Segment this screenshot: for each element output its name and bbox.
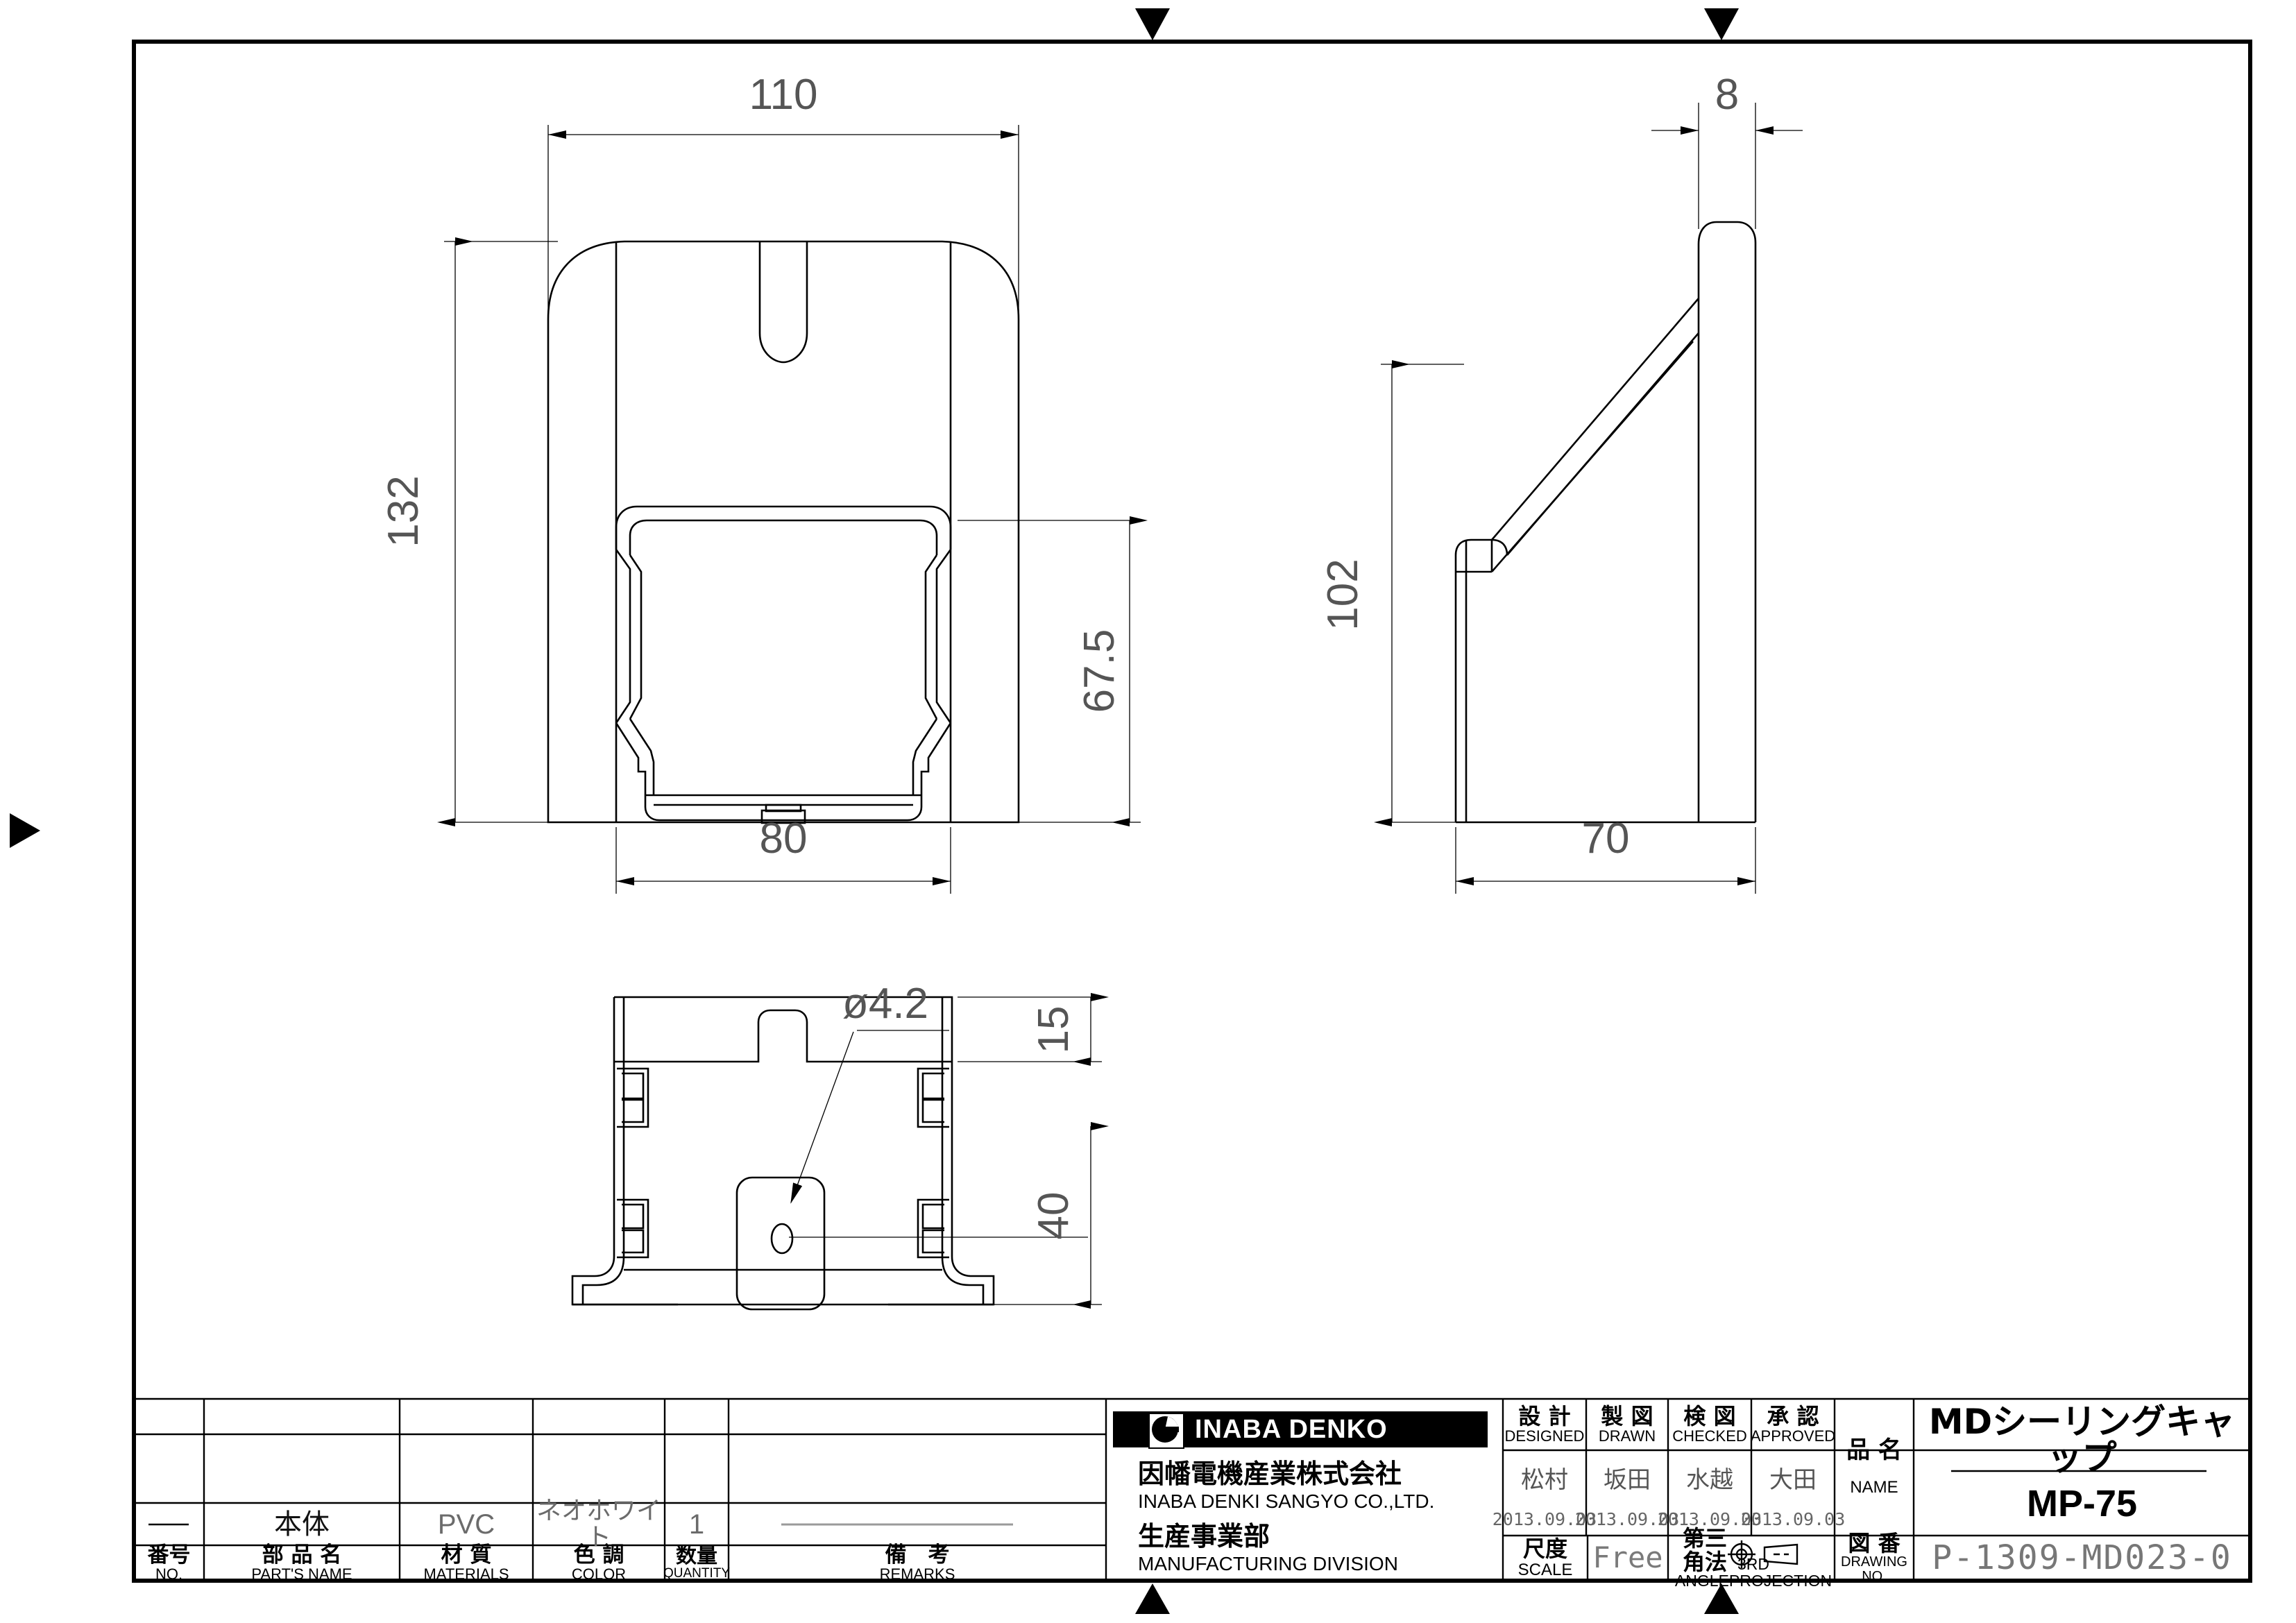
bottom-view-geometry [571,996,995,1311]
parts-header-quantity: 数量 QUANTITY [663,1543,731,1581]
name-field-label: 品 名 NAME [1846,1436,1902,1497]
company-division-jp: 生産事業部 [1138,1521,1270,1552]
dim-67-5: 67.5 [1074,602,1125,740]
product-name: MDシーリングキャップ [1928,1401,2236,1478]
approval-header-checked: 検 図 CHECKED [1672,1402,1747,1445]
dim-132: 132 [378,466,430,556]
approval-date-approved: 2013.09.03 [1740,1509,1846,1529]
parts-row-color: ネオホワイト [536,1496,661,1552]
dim-dia-4-2: ø4.2 [809,978,962,1030]
scale-label: 尺度 SCALE [1517,1536,1573,1579]
dim-15: 15 [1028,985,1080,1075]
dim-15-text: 15 [1030,1005,1078,1054]
company-name-en: INABA DENKI SANGYO CO.,LTD. [1138,1490,1435,1513]
sheet-border [132,40,2252,1583]
side-view-geometry [1454,221,1757,824]
registration-mark-left [10,813,40,848]
dim-70: 70 [1561,813,1651,865]
approval-name-checked: 水越 [1686,1466,1733,1495]
projection-label-jp: 第三角法 [1682,1525,1727,1575]
approval-header-designed: 設 計 DESIGNED [1504,1402,1585,1445]
bottom-view-dimensions [789,993,1109,1309]
registration-mark-top-right [1704,8,1739,40]
dim-132-text: 132 [380,475,428,547]
parts-row-part-name: 本体 [274,1508,330,1540]
approval-header-approved: 承 認 APPROVED [1750,1402,1836,1445]
parts-header-no: 番号 NO. [147,1542,191,1583]
product-model: MP-75 [2026,1482,2138,1524]
dim-40-text: 40 [1030,1191,1078,1240]
drawing-no-value: P-1309-MD023-0 [1932,1538,2232,1578]
registration-mark-bottom-left [1135,1583,1170,1614]
approval-name-designed: 松村 [1521,1466,1568,1495]
projection-label-en: 3RD ANGLEPROJECTION [1674,1554,1832,1590]
dim-80: 80 [738,813,828,865]
dim-8-text: 8 [1715,71,1740,119]
registration-mark-top-left [1135,8,1170,40]
title-block-grid [134,1397,2250,1581]
parts-header-remarks: 備 考 REMARKS [879,1542,955,1583]
company-name-jp: 因幡電機産業株式会社 [1138,1459,1402,1490]
approval-date-designed: 2013.09.03 [1492,1509,1597,1529]
dim-40: 40 [1028,1171,1080,1261]
dim-80-text: 80 [759,815,808,863]
front-view-geometry [547,240,1020,824]
inaba-denko-logo-text: INABA DENKO [1195,1415,1388,1444]
dim-102: 102 [1318,550,1369,640]
parts-header-materials: 材 質 MATERIALS [423,1542,509,1583]
front-view-dimensions [437,125,1148,894]
parts-row-quantity: 1 [688,1509,705,1540]
dim-70-text: 70 [1581,815,1630,863]
dim-110: 110 [738,69,828,121]
drawing-no-label: 図 番 DRAWING NO. [1841,1529,1907,1585]
company-division-en: MANUFACTURING DIVISION [1138,1553,1398,1575]
inaba-logo-mark [1148,1413,1184,1449]
side-view-dimensions [1374,103,1803,894]
approval-name-drawn: 坂田 [1604,1466,1651,1495]
registration-mark-bottom-right [1704,1583,1739,1614]
parts-row-material: PVC [437,1509,495,1540]
dim-102-text: 102 [1319,559,1368,631]
parts-header-part-name: 部 品 名 PART'S NAME [251,1542,352,1583]
approval-header-drawn: 製 図 DRAWN [1598,1402,1656,1445]
dim-8: 8 [1682,69,1772,121]
scale-value: Free [1592,1540,1663,1575]
approval-date-drawn: 2013.09.03 [1574,1509,1680,1529]
parts-header-color: 色 調 COLOR [571,1542,627,1583]
dim-dia-4-2-text: ø4.2 [842,980,929,1028]
dim-110-text: 110 [749,71,818,119]
approval-name-approved: 大田 [1769,1466,1817,1495]
third-angle-projection-symbol [1728,1540,1798,1568]
approval-date-checked: 2013.09.03 [1657,1509,1762,1529]
dim-67-5-text: 67.5 [1075,629,1124,713]
